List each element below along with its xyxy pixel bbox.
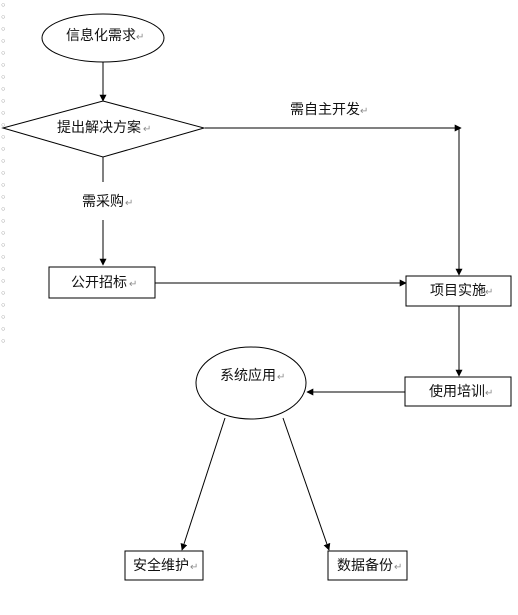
node-implement-box xyxy=(405,275,512,307)
margin-marker: ◦ xyxy=(0,131,7,144)
node-start-label: 信息化需求 xyxy=(66,27,136,44)
edge-label-self-dev-para-mark: ↵ xyxy=(360,106,368,117)
margin-marker: ◦ xyxy=(0,215,7,228)
margin-marker: ◦ xyxy=(0,335,7,348)
edge-application-to-security xyxy=(180,417,226,551)
margin-marker: ◦ xyxy=(0,263,7,276)
node-tender-label: 公开招标 xyxy=(71,275,127,291)
margin-marker: ◦ xyxy=(0,311,7,324)
margin-marker: ◦ xyxy=(0,179,7,192)
margin-marker: ◦ xyxy=(0,323,7,336)
margin-marker: ◦ xyxy=(0,83,7,96)
margin-marker: ◦ xyxy=(0,23,7,36)
margin-marker: ◦ xyxy=(0,299,7,312)
margin-marker: ◦ xyxy=(0,95,7,108)
node-decision-diamond xyxy=(1,100,206,158)
node-application-para-mark: ↵ xyxy=(277,372,285,383)
margin-marker: ◦ xyxy=(0,191,7,204)
node-training-box xyxy=(404,376,512,407)
margin-marker: ◦ xyxy=(0,203,7,216)
margin-marker: ◦ xyxy=(0,11,7,24)
node-implement-para-mark: ↵ xyxy=(485,287,493,298)
margin-marker: ◦ xyxy=(0,71,7,84)
margin-marker: ◦ xyxy=(0,167,7,180)
node-decision-para-mark: ↵ xyxy=(143,124,151,135)
margin-marker: ◦ xyxy=(0,143,7,156)
node-training-label: 使用培训 xyxy=(429,383,485,400)
margin-marker: ◦ xyxy=(0,251,7,264)
node-start-para-mark: ↵ xyxy=(136,32,144,43)
node-implement-label: 项目实施 xyxy=(430,283,486,299)
margin-marker: ◦ xyxy=(0,239,7,252)
node-tender-para-mark: ↵ xyxy=(129,279,137,290)
node-backup-box xyxy=(327,550,408,581)
margin-marker: ◦ xyxy=(0,59,7,72)
node-backup-label: 数据备份 xyxy=(337,557,393,574)
margin-marker: ◦ xyxy=(0,287,7,300)
edge-label-purchase: 需采购 xyxy=(82,194,124,210)
node-application-ellipse xyxy=(195,346,307,420)
margin-marker: ◦ xyxy=(0,107,7,120)
edge-label-purchase-para-mark: ↵ xyxy=(125,198,133,209)
margin-marker: ◦ xyxy=(0,0,7,12)
edge-label-self-dev: 需自主开发 xyxy=(290,102,360,118)
node-security-box xyxy=(124,550,204,581)
margin-marker: ◦ xyxy=(0,227,7,240)
node-decision-label: 提出解决方案 xyxy=(57,119,141,136)
node-training-para-mark: ↵ xyxy=(485,388,493,399)
margin-marker: ◦ xyxy=(0,155,7,168)
node-security-para-mark: ↵ xyxy=(190,562,198,573)
margin-marker: ◦ xyxy=(0,275,7,288)
node-security-label: 安全维护 xyxy=(133,557,189,574)
margin-marker: ◦ xyxy=(0,119,7,132)
margin-marker-column: ◦ ◦ ◦ ◦ ◦ ◦ ◦ ◦ ◦ ◦ ◦ ◦ ◦ ◦ ◦ ◦ ◦ ◦ ◦ ◦ … xyxy=(0,0,8,360)
node-backup-para-mark: ↵ xyxy=(394,562,402,573)
margin-marker: ◦ xyxy=(0,35,7,48)
edge-application-to-backup xyxy=(282,417,331,551)
node-start-ellipse xyxy=(41,13,165,63)
margin-marker: ◦ xyxy=(0,47,7,60)
node-application-label: 系统应用 xyxy=(220,367,276,384)
node-tender-box xyxy=(48,266,156,299)
